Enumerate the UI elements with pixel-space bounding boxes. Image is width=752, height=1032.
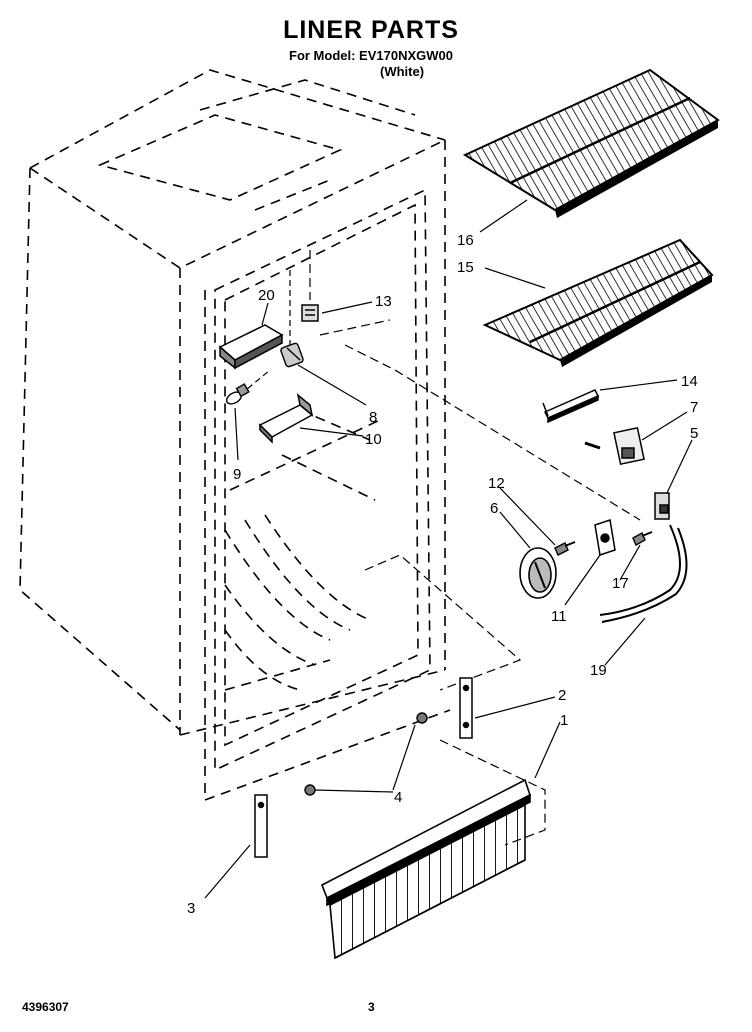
part-10-bracket xyxy=(258,393,314,444)
leader-lines xyxy=(239,250,641,846)
part-15-wire-shelf xyxy=(482,238,714,367)
part-17-capillary-tube xyxy=(599,524,688,623)
part-1-basket xyxy=(320,778,531,960)
callout-7: 7 xyxy=(690,399,698,416)
model-color: (White) xyxy=(380,64,425,79)
part-8-socket xyxy=(280,342,304,368)
part-14-light-bar xyxy=(542,389,600,424)
callout-14: 14 xyxy=(681,373,698,390)
model-number: For Model: EV170NXGW00 xyxy=(289,48,453,63)
part-11-plate xyxy=(594,519,616,556)
cabinet-outline xyxy=(19,69,451,802)
page-header: LINER PARTS For Model: EV170NXGW00 (Whit… xyxy=(0,0,752,90)
callout-3: 3 xyxy=(187,900,195,917)
part-7-switch xyxy=(584,426,645,466)
part-13-thermostat xyxy=(301,304,319,322)
callout-8: 8 xyxy=(369,409,377,426)
part-4-screws xyxy=(304,712,428,796)
page-number: 3 xyxy=(368,1000,375,1014)
callout-11: 11 xyxy=(551,608,567,625)
part-12-screw xyxy=(554,541,576,556)
part-19-screw xyxy=(632,531,653,546)
page-title: LINER PARTS xyxy=(283,16,459,44)
part-16-wire-shelf xyxy=(462,68,720,218)
callout-1: 1 xyxy=(560,712,568,729)
part-5-thermostat-bracket xyxy=(654,492,670,520)
callout-9: 9 xyxy=(233,466,241,483)
callout-6: 6 xyxy=(490,500,498,517)
callout-13: 13 xyxy=(375,293,392,310)
callout-16: 16 xyxy=(457,232,474,249)
callout-2: 2 xyxy=(558,687,566,704)
callout-19: 17 xyxy=(612,575,629,592)
callout-20: 20 xyxy=(258,287,275,304)
callout-5: 5 xyxy=(690,425,698,442)
part-20-light-housing xyxy=(218,324,284,370)
part-9-bulb xyxy=(225,383,250,405)
part-2-hinge xyxy=(459,677,473,739)
part-3-hinge xyxy=(254,794,268,858)
callout-4: 4 xyxy=(394,789,402,806)
callout-15: 15 xyxy=(457,259,474,276)
part-6-control-knob xyxy=(519,547,557,599)
callout-10: 10 xyxy=(365,431,382,448)
document-number: 4396307 xyxy=(22,1000,69,1014)
callout-labels: 16 15 13 20 8 10 9 14 7 5 12 6 11 17 16 … xyxy=(187,232,698,917)
callout-pointers xyxy=(204,199,693,899)
callout-17-label: 19 xyxy=(590,662,607,679)
callout-12: 12 xyxy=(488,475,505,492)
